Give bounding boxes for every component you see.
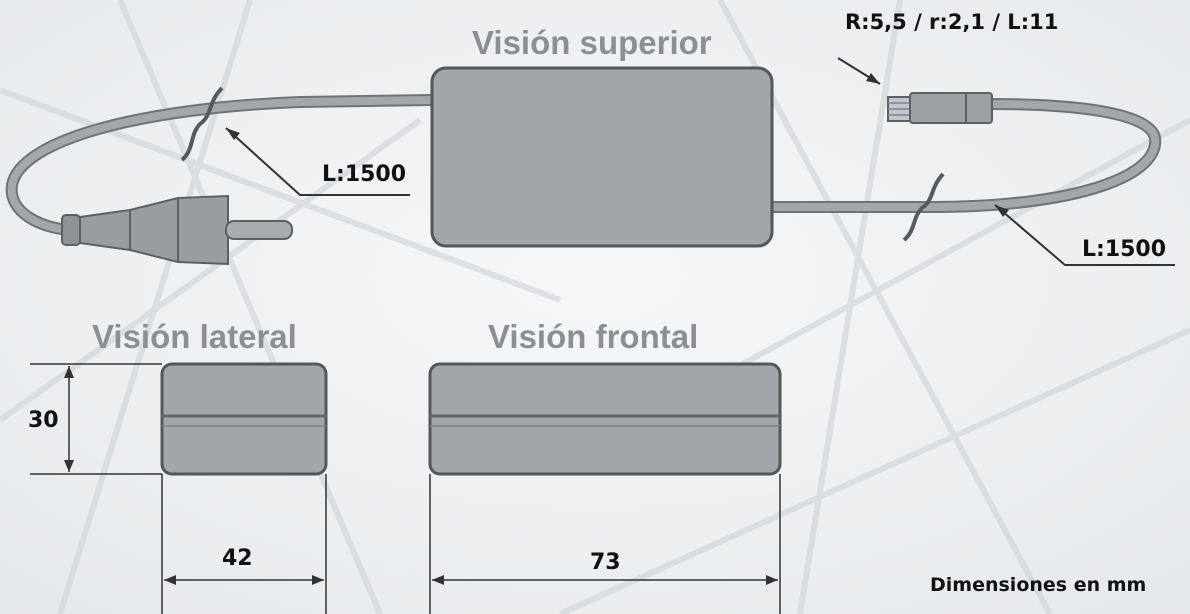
height-dimension-label: 30 [28, 408, 59, 433]
title-top-view: Visión superior [472, 24, 712, 61]
units-note: Dimensiones en mm [930, 574, 1147, 596]
left-cable [5, 94, 438, 236]
left-cable-length-label: L:1500 [322, 162, 407, 187]
leader-arrowheads [226, 73, 1009, 217]
dc-connector [887, 92, 993, 124]
adapter-front-view [428, 362, 782, 476]
title-side-view: Visión lateral [92, 318, 297, 355]
front-width-dimension-label: 73 [590, 550, 621, 575]
cable-break-mark-right [902, 172, 945, 242]
right-cable-length-label: L:1500 [1082, 237, 1167, 262]
dimension-arrowheads [64, 366, 778, 585]
right-cable [766, 98, 1162, 213]
adapter-body-top-view [430, 66, 774, 248]
title-front-view: Visión frontal [488, 318, 699, 355]
adapter-side-view [160, 362, 328, 476]
cable-break-mark-left [180, 86, 224, 162]
dimension-lines [30, 363, 781, 614]
side-width-dimension-label: 42 [222, 546, 253, 571]
mains-plug [61, 194, 293, 266]
connector-spec-label: R:5,5 / r:2,1 / L:11 [845, 10, 1059, 34]
